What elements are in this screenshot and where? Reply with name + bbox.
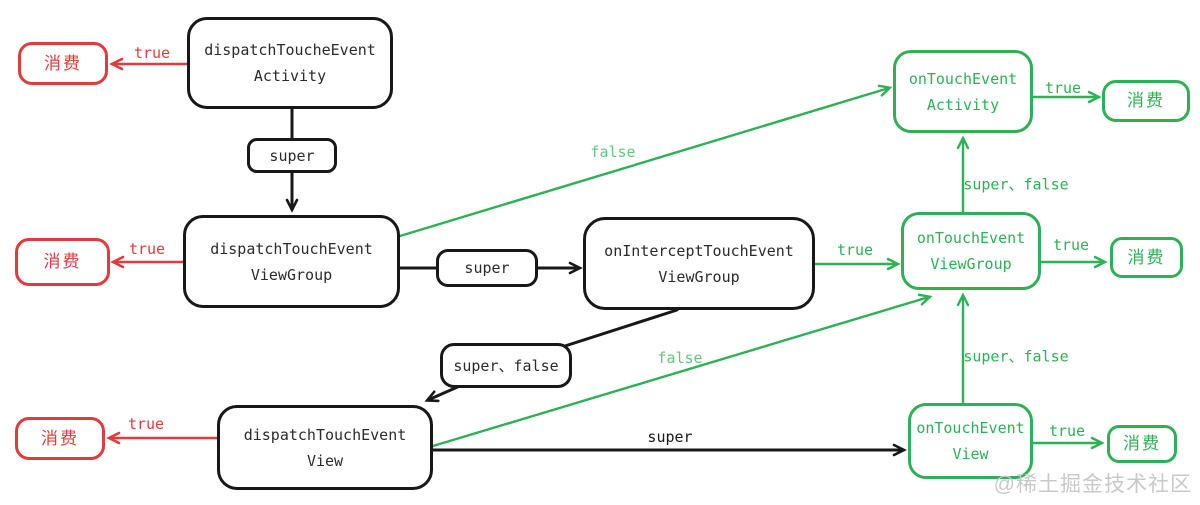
super-viewgroup-box-label: super [464,259,510,277]
label-true-activity-dispatch: true [133,44,171,62]
consume-activity-dispatch-box-label: 消费 [44,53,82,74]
super-false-box-label: super、false [453,356,559,375]
label-super-bottom: super [647,428,693,446]
edge-viewgroup-false-to-ontouchactivity [398,84,893,238]
consume-viewgroup-dispatch-box: 消费 [15,238,110,286]
consume-activity-dispatch-box: 消费 [18,42,108,85]
consume-view-dispatch-box-label: 消费 [41,428,79,449]
label-true-ontouch-view: true [1048,422,1086,440]
consume-activity-ontouch-box-label: 消费 [1127,91,1165,111]
consume-activity-ontouch-box: 消费 [1102,80,1190,122]
label-true-ontouch-activity: true [1044,79,1082,97]
super-false-box: super、false [440,343,572,388]
on-touch-event-viewgroup-box-label: onTouchEvent [916,229,1026,247]
dispatch-touche-event-activity-box-label: dispatchToucheEvent [204,41,376,59]
on-intercept-touch-event-viewgroup-box-label: onInterceptTouchEvent [604,241,794,260]
consume-view-ontouch-box-label: 消费 [1123,434,1161,454]
on-touch-event-activity-box-label: onTouchEvent [908,69,1018,88]
label-superfalse-top: super、false [963,175,1069,194]
super-activity-box-label: super [269,146,315,165]
on-touch-event-view-box-label: onTouchEvent [916,419,1025,437]
on-touch-event-activity-box-label: Activity [926,95,1000,114]
super-viewgroup-box: super [436,249,538,287]
consume-viewgroup-ontouch-box: 消费 [1110,237,1183,278]
label-true-intercept: true [836,241,874,259]
label-true-ontouch-viewgroup: true [1052,236,1090,254]
label-false-top: false [590,143,636,161]
edge-view-false-to-ontouchviewgroup [431,293,933,448]
dispatch-touch-event-view-box-label: dispatchTouchEvent [243,425,407,444]
consume-viewgroup-ontouch-box-label: 消费 [1127,247,1166,268]
consume-viewgroup-dispatch-box-label: 消费 [43,252,82,272]
label-true-view-dispatch: true [127,415,165,433]
label-superfalse-bottom: super、false [963,347,1069,366]
super-activity-box: super [247,138,337,173]
on-touch-event-viewgroup-box-label: ViewGroup [930,255,1012,273]
consume-view-ontouch-box: 消费 [1107,425,1177,463]
consume-view-dispatch-box: 消费 [15,417,105,460]
watermark: @稀土掘金技术社区 [993,473,1192,496]
dispatch-touch-event-view-box-label: View [306,451,344,470]
dispatch-touch-event-viewgroup-box-label: dispatchTouchEvent [210,239,373,258]
dispatch-touche-event-activity-box-label: Activity [253,67,327,85]
dispatch-touch-event-viewgroup-box-label: ViewGroup [250,265,333,284]
label-true-viewgroup-dispatch: true [128,240,166,258]
on-intercept-touch-event-viewgroup-box-label: ViewGroup [658,267,740,286]
label-false-bottom: false [657,349,703,367]
on-touch-event-view-box-label: View [952,445,989,463]
